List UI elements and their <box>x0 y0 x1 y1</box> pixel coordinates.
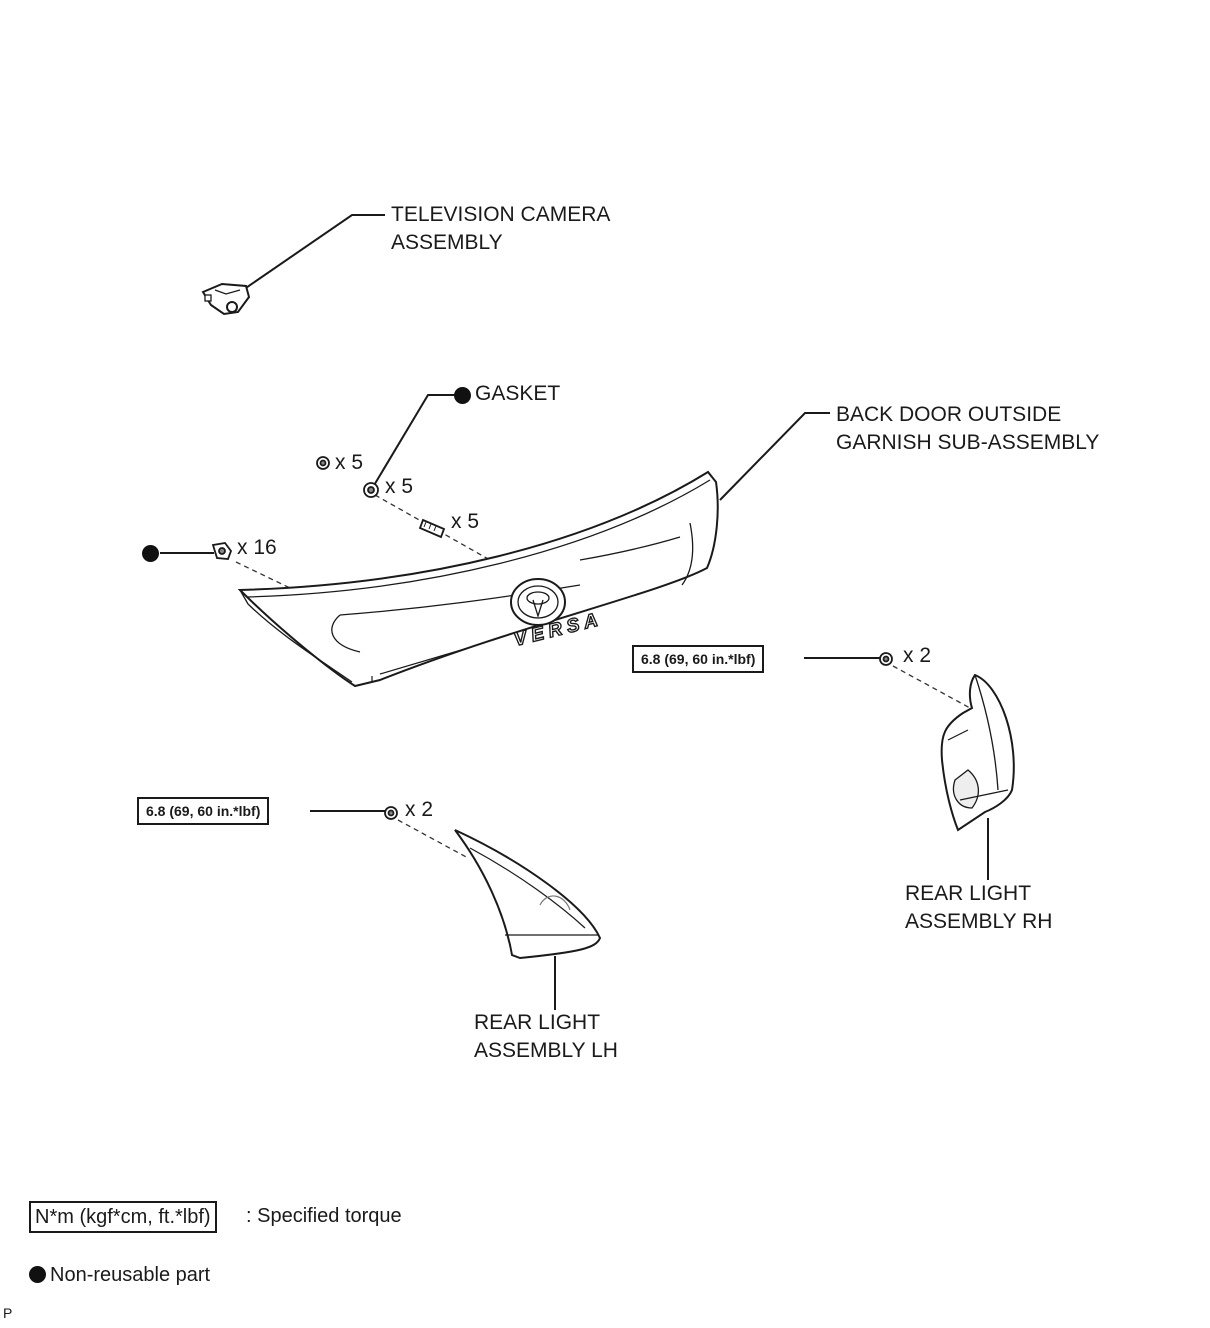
rear-light-rh-part <box>940 673 1015 832</box>
clip-quantity: x 16 <box>237 536 277 559</box>
gasket-label: GASKET <box>475 382 561 405</box>
legend-torque-box: N*m (kgf*cm, ft.*lbf) <box>29 1201 217 1233</box>
rh-nut-icon <box>879 652 893 666</box>
rear-lh-label-line-1: REAR LIGHT <box>474 1011 601 1034</box>
camera-assembly-label: TELEVISION CAMERA ASSEMBLY <box>391 201 610 257</box>
garnish-label-line-2: GARNISH SUB-ASSEMBLY <box>836 431 1100 454</box>
rh-torque-spec: 6.8 (69, 60 in.*lbf) <box>632 645 765 673</box>
nut-top-quantity: x 5 <box>335 451 364 474</box>
clip-nonreusable-dot <box>142 545 159 562</box>
stud-bolt-icon <box>418 518 446 539</box>
corner-code: P <box>3 1305 13 1321</box>
garnish-assembly-label: BACK DOOR OUTSIDE GARNISH SUB-ASSEMBLY <box>836 401 1099 457</box>
gasket-nut-icon <box>363 482 379 498</box>
camera-label-line-1: TELEVISION CAMERA <box>391 203 611 226</box>
rear-light-rh-label: REAR LIGHT ASSEMBLY RH <box>905 880 1052 936</box>
lh-nut-dash-line <box>397 819 469 859</box>
gasket-nonreusable-dot <box>454 387 471 404</box>
rh-nut-dash-line <box>892 665 971 709</box>
gasket-nut-quantity: x 5 <box>385 475 414 498</box>
legend-nonreusable-text: Non-reusable part <box>50 1264 211 1286</box>
television-camera-part <box>201 282 251 316</box>
clip-icon <box>211 542 233 560</box>
camera-leader-line <box>239 214 385 293</box>
lh-nut-icon <box>384 806 398 820</box>
clip-dash-line <box>235 561 291 589</box>
rear-rh-label-line-2: ASSEMBLY RH <box>905 910 1053 933</box>
legend-torque-description: : Specified torque <box>246 1205 402 1227</box>
rh-nut-quantity: x 2 <box>903 644 932 667</box>
nut-icon-top <box>316 456 330 470</box>
camera-label-line-2: ASSEMBLY <box>391 231 503 254</box>
stud-quantity: x 5 <box>451 510 480 533</box>
lh-nut-quantity: x 2 <box>405 798 434 821</box>
rear-light-lh-label: REAR LIGHT ASSEMBLY LH <box>474 1009 618 1065</box>
back-door-garnish-part <box>237 470 719 688</box>
garnish-leader-line <box>719 412 830 501</box>
rear-rh-label-line-1: REAR LIGHT <box>905 882 1032 905</box>
garnish-label-line-1: BACK DOOR OUTSIDE <box>836 403 1062 426</box>
rear-light-lh-part <box>454 829 602 960</box>
gasket-leader-line <box>372 394 455 488</box>
lh-torque-spec: 6.8 (69, 60 in.*lbf) <box>137 797 270 825</box>
rear-lh-label-line-2: ASSEMBLY LH <box>474 1039 618 1062</box>
legend-nonreusable-dot <box>29 1266 46 1283</box>
